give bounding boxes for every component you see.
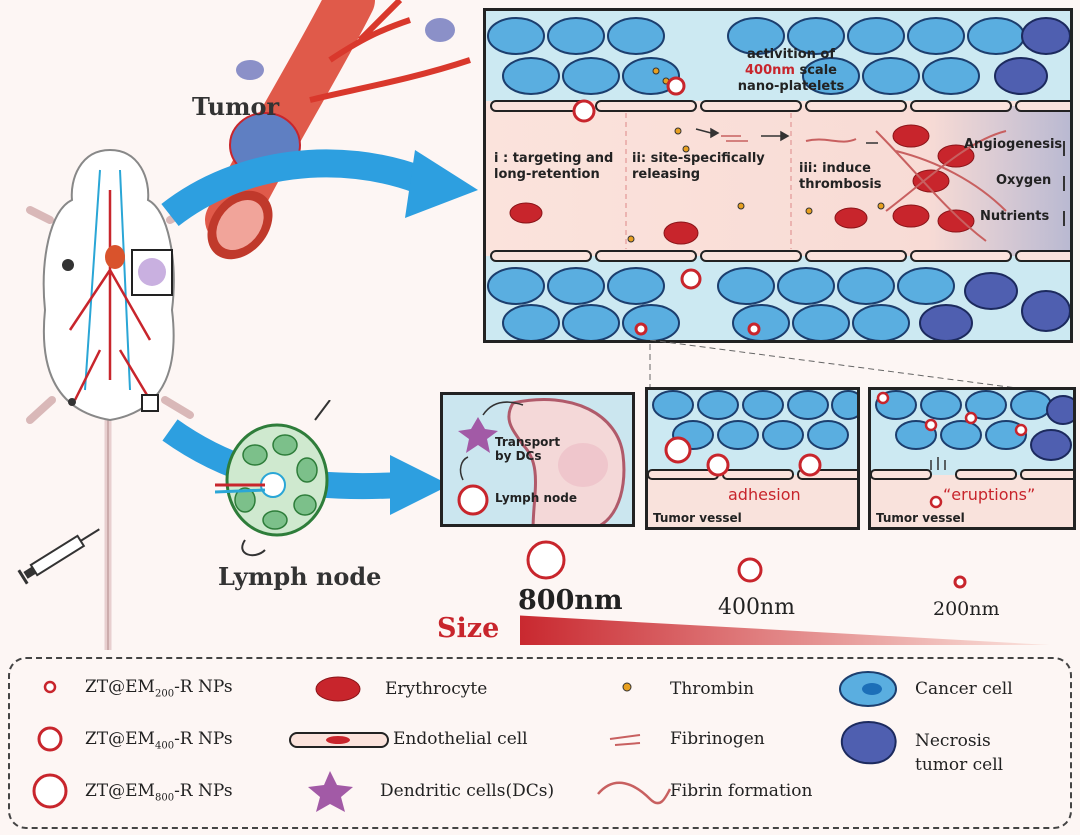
legend-erythrocyte: Erythrocyte [385,679,488,699]
legend-thrombin: Thrombin [670,679,755,699]
lymph-transport-panel: Transport by DCs Lymph node [440,392,635,527]
step-releasing-label: ii: site-specifically releasing [632,151,765,182]
legend-cancer: Cancer cell [915,679,1013,699]
legend-np200: ZT@EM200-R NPs [85,677,233,700]
nutrients-label: Nutrients [980,209,1050,224]
legend-fibrinogen: Fibrinogen [670,729,765,749]
legend-dendritic: Dendritic cells(DCs) [380,781,555,801]
size-800-label: 800nm [518,585,623,616]
size-label: Size [437,613,500,644]
lymph-node-label: Lymph node [218,562,382,591]
eruptions-label: “eruptions” [943,485,1036,504]
step-targeting-label: i : targeting and long-retention [494,151,614,182]
angiogenesis-label: Angiogenesis [964,137,1063,152]
zoom-lines [649,340,1071,396]
vessel-cells-layer [486,11,1070,340]
lymph-node-inner-label: Lymph node [495,491,577,505]
mouse-illustration [26,148,194,650]
tumor-vessel-label-2: Tumor vessel [876,511,965,525]
adhesion-label: adhesion [728,485,801,504]
size-400-label: 400nm [718,595,796,620]
size-200-label: 200nm [933,598,1000,620]
legend-np400: ZT@EM400-R NPs [85,729,233,752]
tumor-vessel-panel: activition of 400nm scale nano-platelets… [483,8,1073,343]
size-scale-drawing [520,540,1050,645]
legend-fibrin: Fibrin formation [670,781,813,801]
oxygen-label: Oxygen [996,173,1052,188]
adhesion-drawing [648,390,857,480]
legend-necrosis: Necrosis tumor cell [915,731,1004,775]
eruptions-panel: “eruptions” Tumor vessel [868,387,1076,530]
activation-label: activition of 400nm scale nano-platelets [737,47,845,94]
tumor-label: Tumor [192,92,280,121]
legend-endothelial: Endothelial cell [393,729,528,749]
syringe-icon [17,528,100,585]
lymph-node-illustration [215,400,331,557]
transport-label: Transport by DCs [495,435,561,463]
adhesion-panel: adhesion Tumor vessel [645,387,860,530]
legend-symbols [32,671,897,812]
activation-size: 400nm [745,63,795,78]
legend-np800: ZT@EM800-R NPs [85,781,233,804]
lymph-transport-drawing [457,398,626,524]
step-thrombosis-label: iii: induce thrombosis [799,161,882,192]
eruptions-drawing [871,390,1073,509]
legend-box: ZT@EM200-R NPs ZT@EM400-R NPs ZT@EM800-R… [8,657,1072,829]
tumor-vessel-label-1: Tumor vessel [653,511,742,525]
